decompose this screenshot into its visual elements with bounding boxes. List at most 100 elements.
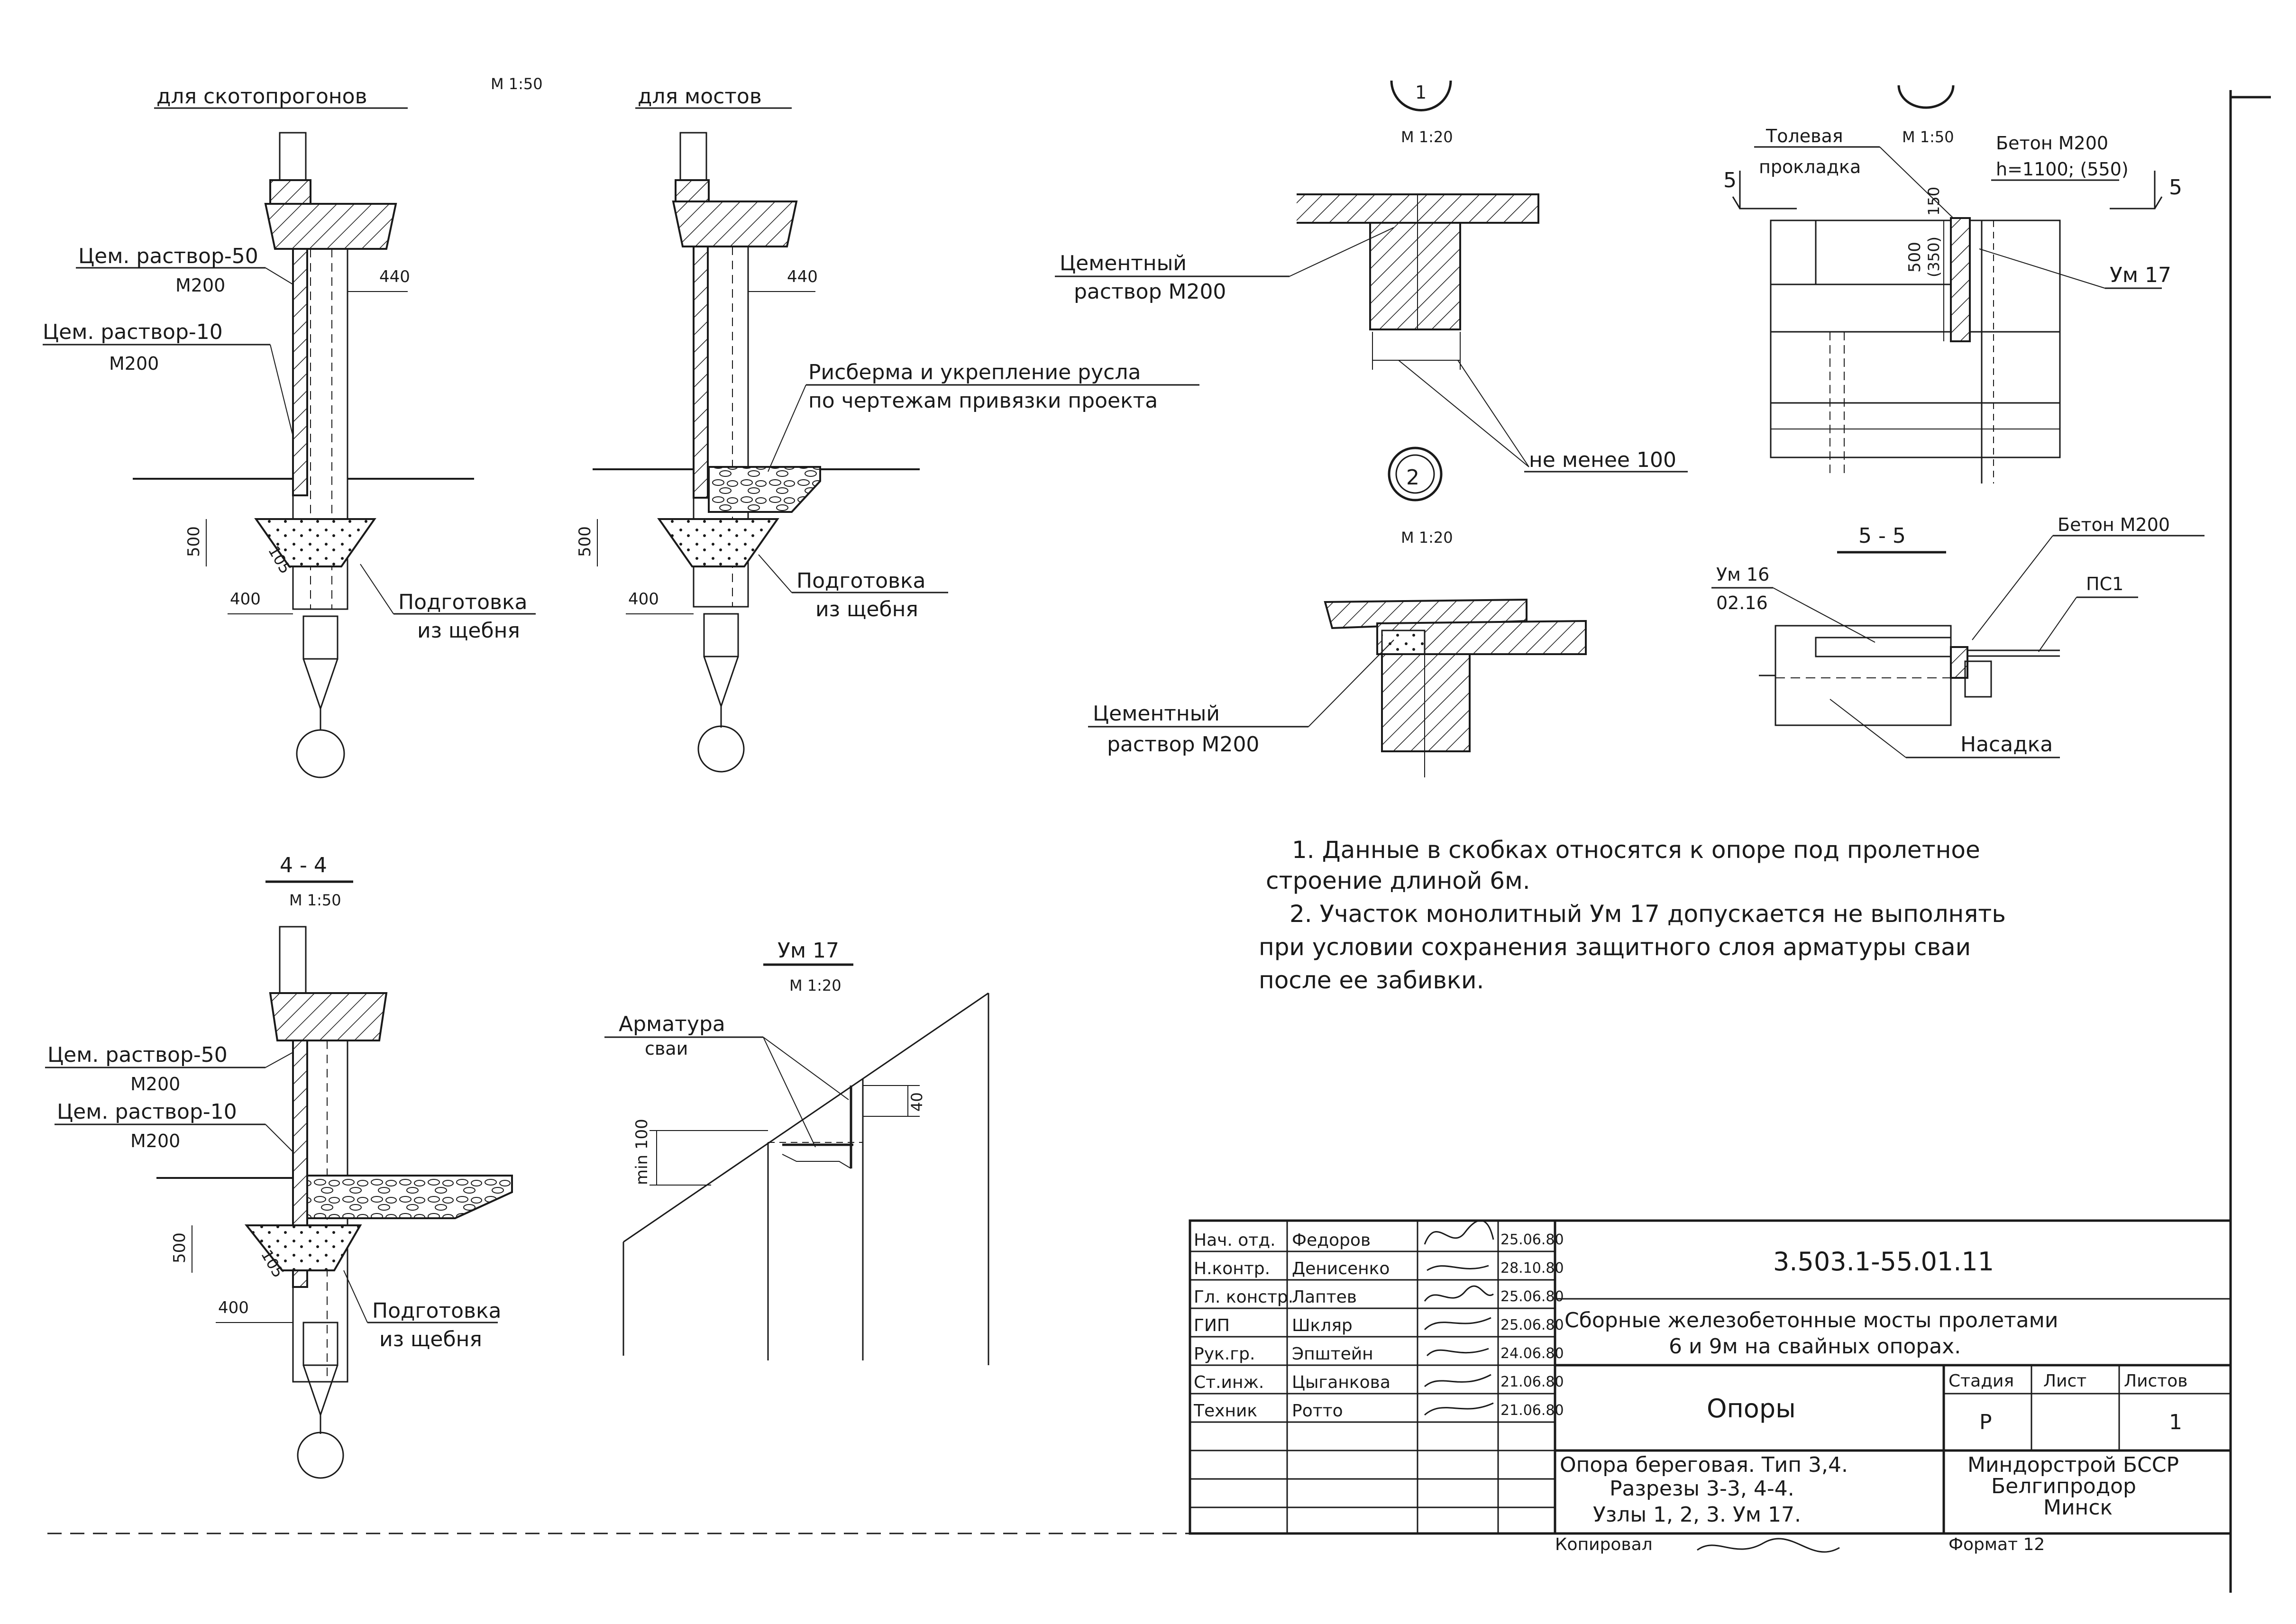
view-cattle-pass: для скотопрогонов М 1:50 440 Цем. раство… [43,75,543,778]
prep-b-label: Подготовка [796,569,926,593]
cut-5-right: 5 [2169,175,2182,200]
concrete-h: h=1100; (550) [1996,159,2129,180]
node-2-number: 2 [1406,465,1419,490]
date-5: 21.06.80 [1500,1374,1564,1390]
drawing-code: 3.503.1-55.01.11 [1773,1247,1994,1277]
date-3: 25.06.80 [1500,1317,1564,1333]
riprap-label: Рисберма и укрепление русла [808,360,1141,384]
view-b-title: для мостов [638,84,762,109]
dim-150: 150 [1925,187,1943,216]
date-0: 25.06.80 [1500,1232,1564,1248]
node-3: М 1:50 Толевая прокладка Бетон М200 h=11… [1723,85,2182,484]
o216-label: 02.16 [1716,593,1768,613]
riprap-label-2: по чертежам привязки проекта [808,389,1158,413]
sec44-prep: Подготовка [372,1299,502,1323]
sec44-dim-500: 500 [170,1232,189,1263]
role-5: Ст.инж. [1194,1373,1264,1392]
general-notes: 1. Данные в скобках относятся к опоре по… [1259,836,2006,994]
view-a-scale: М 1:50 [491,75,543,93]
node-1-scale: М 1:20 [1401,128,1453,146]
sec55-concrete: Бетон М200 [2058,514,2170,535]
note-line-2: строение длиной 6м. [1266,867,1530,894]
desc-1: Опора береговая. Тип 3,4. [1560,1453,1848,1477]
node-1-mortar: Цементный [1060,251,1187,275]
name-5: Цыганкова [1292,1373,1390,1392]
um17-detail: Ум 17 М 1:20 40 min 100 Арматура сваи [604,939,989,1365]
role-6: Техник [1193,1401,1257,1421]
section-4-4-title: 4 - 4 [280,853,327,877]
section-5-5-title: 5 - 5 [1858,524,1906,548]
mortar10-label: Цем. раствор-10 [43,320,223,344]
concrete-label: Бетон М200 [1996,133,2108,154]
um17-dim-40: 40 [908,1092,926,1112]
um17-label: Ум 17 [2110,263,2171,287]
node-2: 2 М 1:20 Цементный раствор М200 [1088,447,1587,777]
mortar-layer [292,248,308,496]
dim-500: 500 [184,526,203,557]
node-1-mortar-2: раствор М200 [1074,280,1226,304]
section-4-4-scale: М 1:50 [289,891,341,909]
dim-b-440: 440 [787,267,818,286]
mortar50-grade: М200 [175,275,225,296]
view-a-title: для скотопрогонов [156,84,367,109]
date-6: 21.06.80 [1500,1402,1564,1419]
date-1: 28.10.80 [1500,1260,1564,1277]
role-1: Н.контр. [1194,1259,1270,1278]
section-5-5: 5 - 5 Бетон М200 Ум 16 02.16 ПС1 Насадка [1711,514,2205,758]
role-4: Рук.гр. [1194,1344,1255,1364]
name-0: Федоров [1292,1231,1371,1250]
node-2-mortar-2: раствор М200 [1107,732,1259,757]
role-2: Гл. констр. [1194,1287,1293,1307]
sec44-dim-400: 400 [218,1298,249,1317]
um17-min100: min 100 [632,1119,651,1185]
project-title-2: 6 и 9м на свайных опорах. [1669,1334,1961,1359]
tar-label: Толевая [1765,126,1843,146]
riprap-gravel [708,466,821,513]
name-6: Роттo [1292,1401,1343,1421]
prep-label: Подготовка [398,590,528,614]
min-100-note: не менее 100 [1529,448,1676,472]
prep-label-2: из щебня [417,619,520,643]
date-2: 25.06.80 [1500,1288,1564,1305]
note-line-4: при условии сохранения защитного слоя ар… [1259,933,1971,961]
note-line-5: после ее забивки. [1259,967,1484,994]
signatures [1424,1220,1494,1416]
view-bridges: для мостов 440 Рисберма и укрепление рус… [576,84,1199,773]
org-3: Минск [2043,1496,2113,1520]
node-2-scale: М 1:20 [1401,529,1453,547]
sec44-mortar50: Цем. раствор-50 [47,1043,228,1067]
format-label: Формат 12 [1948,1535,2045,1554]
org-1: Миндорстрой БССР [1967,1453,2179,1477]
node-3-scale: М 1:50 [1902,128,1954,146]
cut-5-left: 5 [1723,168,1737,192]
mortar50-label: Цем. раствор-50 [78,244,258,268]
mortar10-grade: М200 [109,353,159,374]
name-3: Шкляр [1292,1316,1353,1335]
node-2-mortar: Цементный [1093,702,1220,726]
section-name: Опоры [1707,1394,1796,1423]
um16-label: Ум 16 [1716,564,1769,585]
rebar-label-2: сваи [645,1038,688,1059]
um17-title: Ум 17 [778,939,839,963]
dim-b-500: 500 [576,526,595,557]
dim-350: (350) [1925,237,1943,277]
desc-3: Узлы 1, 2, 3. Ум 17. [1593,1503,1801,1527]
sec44-mortar50-grade: М200 [130,1074,180,1095]
rebar-label: Арматура [619,1012,725,1036]
copy-signature [1697,1538,1840,1553]
dim-3-500: 500 [1905,242,1924,273]
node-1: 1 М 1:20 Цементный раствор М200 не менее… [1055,80,1688,473]
stage-value: Р [1979,1410,1992,1434]
desc-2: Разрезы 3-3, 4-4. [1610,1477,1794,1501]
dim-440: 440 [379,267,410,286]
note-line-3: 2. Участок монолитный Ум 17 допускается … [1290,900,2006,928]
sheets-header: Листов [2124,1371,2187,1391]
pile-marker-circle [296,729,345,778]
title-block: Нач. отд. Н.контр. Гл. констр. ГИП Рук.г… [1189,1219,2232,1554]
prep-b-label-2: из щебня [815,597,918,621]
name-1: Денисенко [1292,1259,1390,1278]
copied-by: Копировал [1555,1535,1653,1554]
date-4: 24.06.80 [1500,1345,1564,1362]
cap-label: Насадка [1960,732,2053,757]
name-2: Лаптев [1292,1287,1357,1307]
